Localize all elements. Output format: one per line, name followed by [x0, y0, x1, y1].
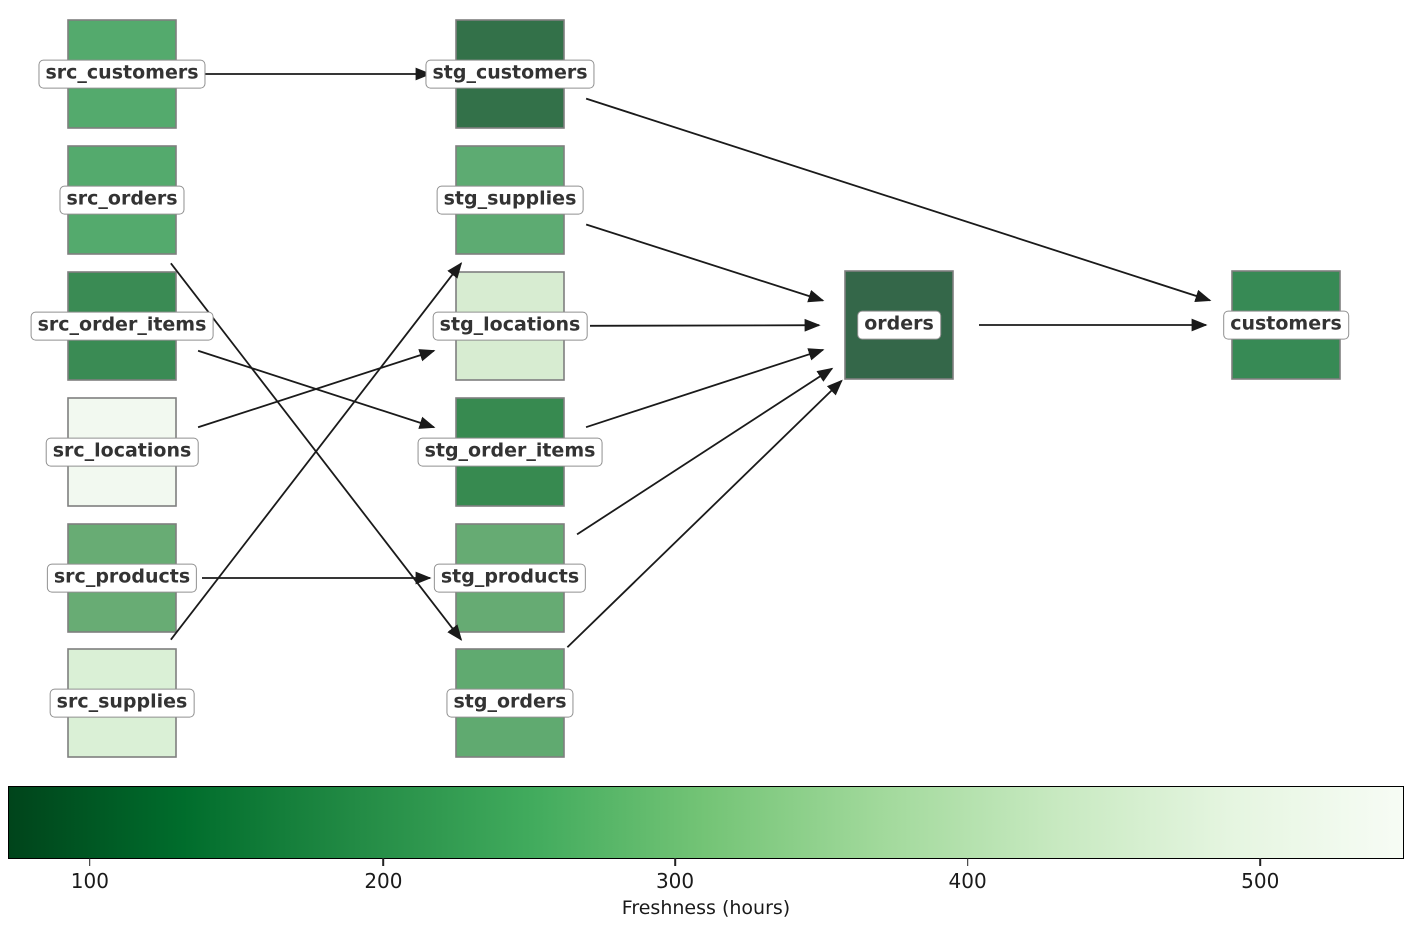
colorbar-tickmark-200 [382, 858, 385, 866]
colorbar-ticklabel-200: 200 [364, 869, 403, 893]
colorbar-ticklabel-300: 300 [655, 869, 695, 893]
node-label-customers: customers [1223, 310, 1349, 340]
graph-canvas [67, 19, 1341, 758]
colorbar-axis-label: Freshness (hours) [621, 897, 791, 919]
colorbar-tickmark-500 [1259, 858, 1262, 866]
colorbar-tickmark-300 [674, 858, 676, 866]
edge-arrows-layer [170, 67, 1212, 648]
colorbar-ticklabel-500: 500 [1241, 869, 1280, 893]
edge-src_supplies-to-stg_supplies [170, 262, 463, 641]
node-label-stg_products: stg_products [433, 563, 587, 593]
colorbar-tickmark-100 [89, 858, 91, 866]
edge-stg_orders-to-orders [566, 379, 843, 648]
node-label-stg_order_items: stg_order_items [417, 437, 603, 467]
node-label-orders: orders [857, 310, 941, 340]
edge-stg_locations-to-orders [589, 318, 821, 332]
edge-stg_customers-to-customers [585, 97, 1212, 303]
node-label-src_order_items: src_order_items [30, 311, 214, 341]
edge-stg_products-to-orders [576, 367, 834, 536]
node-label-stg_customers: stg_customers [425, 59, 595, 89]
node-label-src_products: src_products [46, 563, 198, 593]
node-label-src_supplies: src_supplies [49, 688, 195, 718]
node-label-stg_supplies: stg_supplies [436, 185, 584, 215]
colorbar-tickmark-400 [966, 858, 969, 866]
colorbar-ticklabel-400: 400 [948, 869, 987, 893]
edge-src_locations-to-stg_locations [197, 349, 436, 429]
node-label-src_orders: src_orders [59, 185, 185, 215]
colorbar-ticklabel-100: 100 [70, 869, 109, 893]
edge-stg_supplies-to-orders [585, 223, 825, 303]
node-label-stg_locations: stg_locations [432, 311, 588, 341]
node-label-src_customers: src_customers [38, 59, 206, 89]
edge-stg_order_items-to-orders [585, 348, 825, 429]
freshness-colorbar: 100 200 300 400 500 [8, 786, 1404, 893]
node-label-stg_orders: stg_orders [446, 688, 574, 718]
node-label-src_locations: src_locations [45, 437, 199, 467]
